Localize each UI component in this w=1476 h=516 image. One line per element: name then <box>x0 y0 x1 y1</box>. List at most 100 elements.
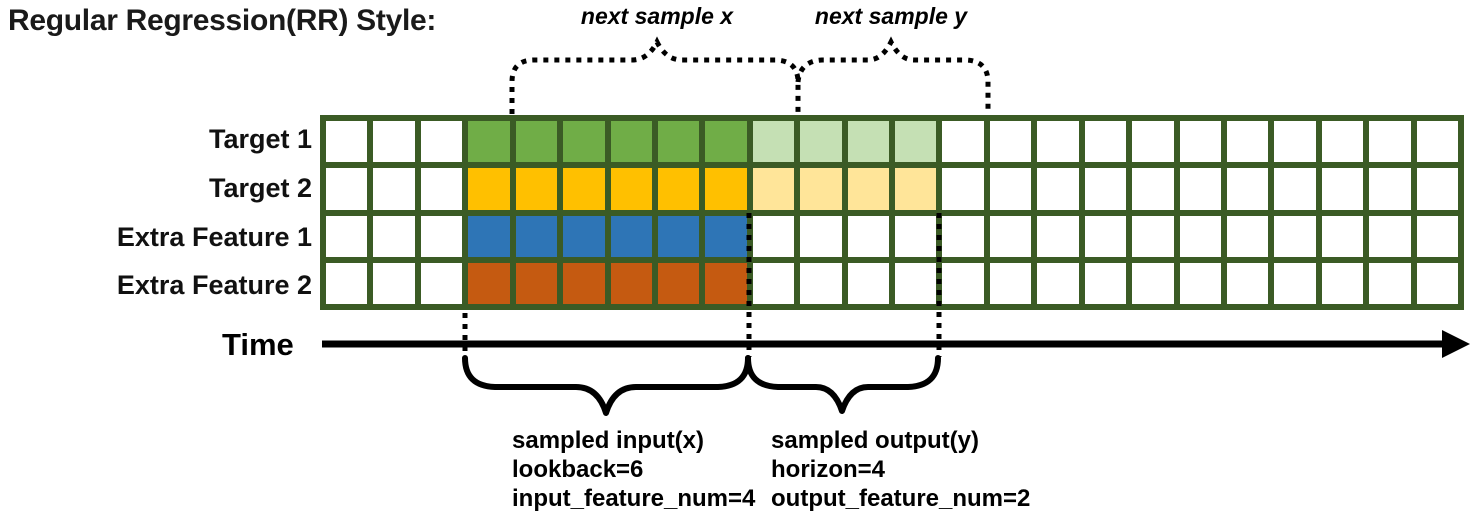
grid-cell <box>1179 262 1221 304</box>
grid-cell <box>895 121 937 163</box>
grid-cell <box>1226 215 1269 257</box>
sampled-input-title: sampled input(x) <box>512 427 705 454</box>
grid-cell <box>657 262 700 304</box>
grid-cell <box>1179 215 1221 257</box>
grid-cell <box>1321 168 1364 210</box>
grid-cell <box>1416 168 1458 210</box>
grid-cell <box>989 262 1032 304</box>
grid-cell <box>657 215 700 257</box>
grid-cell <box>1037 168 1079 210</box>
grid-cell <box>1321 121 1364 163</box>
grid-cell <box>326 215 368 257</box>
grid-cell <box>942 215 984 257</box>
grid-cell <box>847 215 889 257</box>
time-axis-label: Time <box>222 327 294 362</box>
grid-cell <box>420 121 463 163</box>
input-feature-num-value: input_feature_num=4 <box>512 485 756 512</box>
grid-cell <box>895 215 937 257</box>
next-sample-x-brace <box>509 36 801 114</box>
grid-cell <box>1369 168 1411 210</box>
grid-cell <box>610 168 652 210</box>
grid-cell <box>563 262 605 304</box>
sampled-output-annotation: sampled output(y) horizon=4 output_featu… <box>771 426 1030 513</box>
sampled-output-title: sampled output(y) <box>771 427 979 454</box>
grid-cell <box>942 262 984 304</box>
grid-cell <box>515 121 558 163</box>
grid-cell <box>610 262 652 304</box>
sample-grid <box>320 115 1464 310</box>
grid-cell <box>942 121 984 163</box>
grid-cell <box>705 215 747 257</box>
grid-cell <box>1132 262 1174 304</box>
grid-cell <box>420 262 463 304</box>
grid-cell <box>515 262 558 304</box>
grid-cell <box>1369 262 1411 304</box>
grid-cell <box>847 262 889 304</box>
grid-cell <box>563 215 605 257</box>
grid-cell <box>563 168 605 210</box>
grid-cell <box>752 262 795 304</box>
grid-cell <box>895 168 937 210</box>
grid-cell <box>1132 215 1174 257</box>
grid-cell <box>705 262 747 304</box>
grid-cell <box>1321 262 1364 304</box>
time-axis-arrowhead <box>1442 330 1470 358</box>
grid-cell <box>563 121 605 163</box>
grid-cell <box>1369 215 1411 257</box>
grid-cell <box>610 215 652 257</box>
grid-cell <box>1084 262 1127 304</box>
grid-cell <box>373 168 415 210</box>
horizon-value: horizon=4 <box>771 456 886 483</box>
grid-cell <box>1132 121 1174 163</box>
grid-cell <box>373 262 415 304</box>
grid-cell <box>373 121 415 163</box>
grid-cell <box>942 168 984 210</box>
grid-cell <box>989 168 1032 210</box>
row-label-target-2: Target 2 <box>208 173 312 203</box>
grid-cell <box>657 121 700 163</box>
sampled-output-brace <box>745 355 941 414</box>
grid-cell <box>468 121 510 163</box>
output-feature-num-value: output_feature_num=2 <box>771 485 1031 512</box>
grid-cell <box>515 215 558 257</box>
grid-cell <box>1084 215 1127 257</box>
grid-cell <box>468 215 510 257</box>
grid-cell <box>895 262 937 304</box>
grid-cell <box>1416 121 1458 163</box>
sampled-input-annotation: sampled input(x) lookback=6 input_featur… <box>512 426 755 513</box>
grid-cell <box>1416 215 1458 257</box>
grid-cell <box>752 168 795 210</box>
grid-cell <box>420 168 463 210</box>
grid-cell <box>326 121 368 163</box>
grid-cell <box>373 215 415 257</box>
row-label-extra-feature-2: Extra Feature 2 <box>116 270 312 300</box>
row-label-extra-feature-1: Extra Feature 1 <box>116 222 312 252</box>
grid-cell <box>468 262 510 304</box>
grid-cell <box>800 262 842 304</box>
grid-cell <box>752 215 795 257</box>
grid-cell <box>1084 168 1127 210</box>
grid-cell <box>1037 121 1079 163</box>
grid-cell <box>800 215 842 257</box>
grid-cell <box>989 121 1032 163</box>
grid-cell <box>1179 121 1221 163</box>
grid-cell <box>1226 262 1269 304</box>
next-sample-x-label: next sample x <box>580 3 734 29</box>
grid-cell <box>705 168 747 210</box>
grid-cell <box>1274 215 1316 257</box>
grid-cell <box>1274 168 1316 210</box>
grid-cell <box>847 121 889 163</box>
grid-cell <box>1084 121 1127 163</box>
grid-cell <box>752 121 795 163</box>
lookback-value: lookback=6 <box>512 456 644 483</box>
next-sample-y-brace <box>795 36 991 114</box>
grid-cell <box>847 168 889 210</box>
grid-cell <box>989 215 1032 257</box>
grid-cell <box>800 121 842 163</box>
sampled-input-brace <box>462 355 751 416</box>
grid-cell <box>1132 168 1174 210</box>
grid-cell <box>1226 168 1269 210</box>
grid-cell <box>468 168 510 210</box>
grid-cell <box>705 121 747 163</box>
grid-cell <box>326 168 368 210</box>
